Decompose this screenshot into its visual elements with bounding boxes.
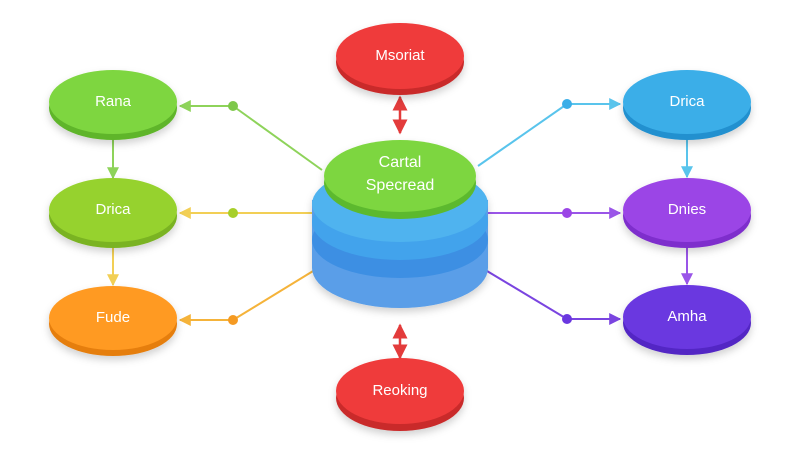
node-right-2-label: Dnies	[668, 201, 706, 218]
connector-left-3	[232, 267, 319, 321]
center-node[interactable]: Cartal Specread	[312, 140, 488, 308]
node-left-2-ellipse	[49, 178, 177, 242]
node-right-2-ellipse	[623, 178, 751, 242]
connector-dot-right-3	[562, 314, 572, 324]
node-right-1-ellipse	[623, 70, 751, 134]
connector-dot-right-2	[562, 208, 572, 218]
center-label-line1: Cartal	[379, 154, 422, 171]
node-right-1[interactable]: Drica	[623, 70, 751, 140]
connector-dot-right-1	[562, 99, 572, 109]
node-right-3-label: Amha	[667, 308, 707, 325]
node-left-1[interactable]: Rana	[49, 70, 177, 140]
node-bottom-ellipse	[336, 358, 464, 424]
node-right-1-label: Drica	[669, 93, 705, 110]
node-right-3[interactable]: Amha	[623, 285, 751, 355]
connector-right-1	[477, 103, 568, 167]
node-left-2-label: Drica	[95, 201, 131, 218]
node-left-3-label: Fude	[96, 309, 130, 326]
node-left-1-label: Rana	[95, 93, 132, 110]
connector-dot-left-2	[228, 208, 238, 218]
node-left-2[interactable]: Drica	[49, 178, 177, 248]
center-label-line2: Specread	[366, 177, 435, 194]
node-top-ellipse	[336, 23, 464, 89]
node-bottom-label: Reoking	[372, 382, 427, 399]
connector-dot-left-3	[228, 315, 238, 325]
node-left-3[interactable]: Fude	[49, 286, 177, 356]
node-right-3-ellipse	[623, 285, 751, 349]
connector-left-1	[232, 105, 323, 171]
connector-dot-left-1	[228, 101, 238, 111]
node-top-label: Msoriat	[375, 47, 425, 64]
node-left-3-ellipse	[49, 286, 177, 350]
node-left-1-ellipse	[49, 70, 177, 134]
node-right-2[interactable]: Dnies	[623, 178, 751, 248]
connectors	[107, 95, 693, 360]
node-bottom[interactable]: Reoking	[336, 358, 464, 431]
connector-right-3	[481, 267, 568, 320]
node-top[interactable]: Msoriat	[336, 23, 464, 95]
center-top-ellipse	[324, 140, 476, 212]
